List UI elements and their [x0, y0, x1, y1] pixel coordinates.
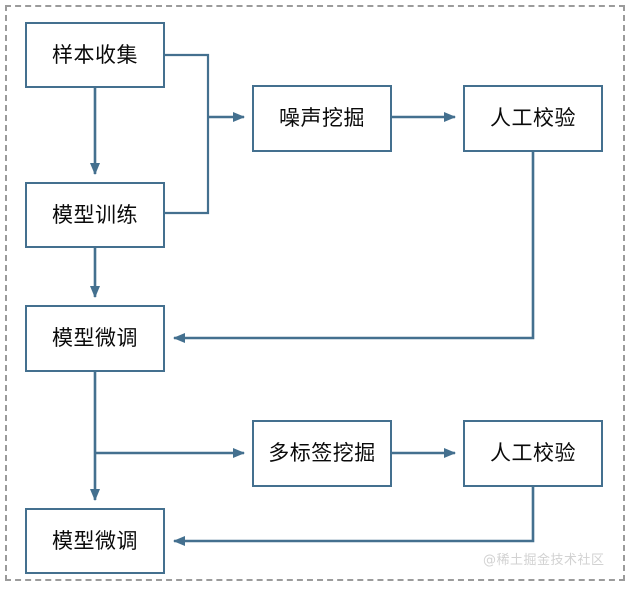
node-label-manual-check-1: 人工校验 [490, 106, 576, 130]
node-manual-check-2[interactable]: 人工校验 [463, 420, 603, 487]
diagram-dashed-frame [5, 5, 625, 581]
node-label-sample-collection: 样本收集 [52, 42, 138, 67]
edge-sample-to-bus [165, 53, 210, 117]
node-model-finetune-2[interactable]: 模型微调 [25, 508, 165, 574]
watermark-text: @稀土掘金技术社区 [483, 553, 605, 568]
node-sample-collection[interactable]: 样本收集 [25, 22, 165, 88]
node-label-model-training: 模型训练 [52, 202, 138, 227]
node-label-model-finetune-1: 模型微调 [52, 326, 138, 350]
node-multilabel-mining[interactable]: 多标签挖掘 [252, 420, 392, 487]
node-label-noise-mining: 噪声挖掘 [279, 106, 365, 130]
edge-manual-check-2-to-finetune-2 [173, 487, 535, 546]
node-manual-check-1[interactable]: 人工校验 [463, 85, 603, 152]
edge-training-to-bus [165, 117, 210, 215]
node-model-finetune-1[interactable]: 模型微调 [25, 305, 165, 372]
edge-manual-check-1-to-finetune-1 [173, 152, 535, 343]
node-label-multilabel-mining: 多标签挖掘 [268, 441, 376, 465]
node-model-training[interactable]: 模型训练 [25, 182, 165, 248]
node-label-manual-check-2: 人工校验 [490, 441, 576, 465]
node-noise-mining[interactable]: 噪声挖掘 [252, 85, 392, 152]
node-label-model-finetune-2: 模型微调 [52, 528, 138, 553]
